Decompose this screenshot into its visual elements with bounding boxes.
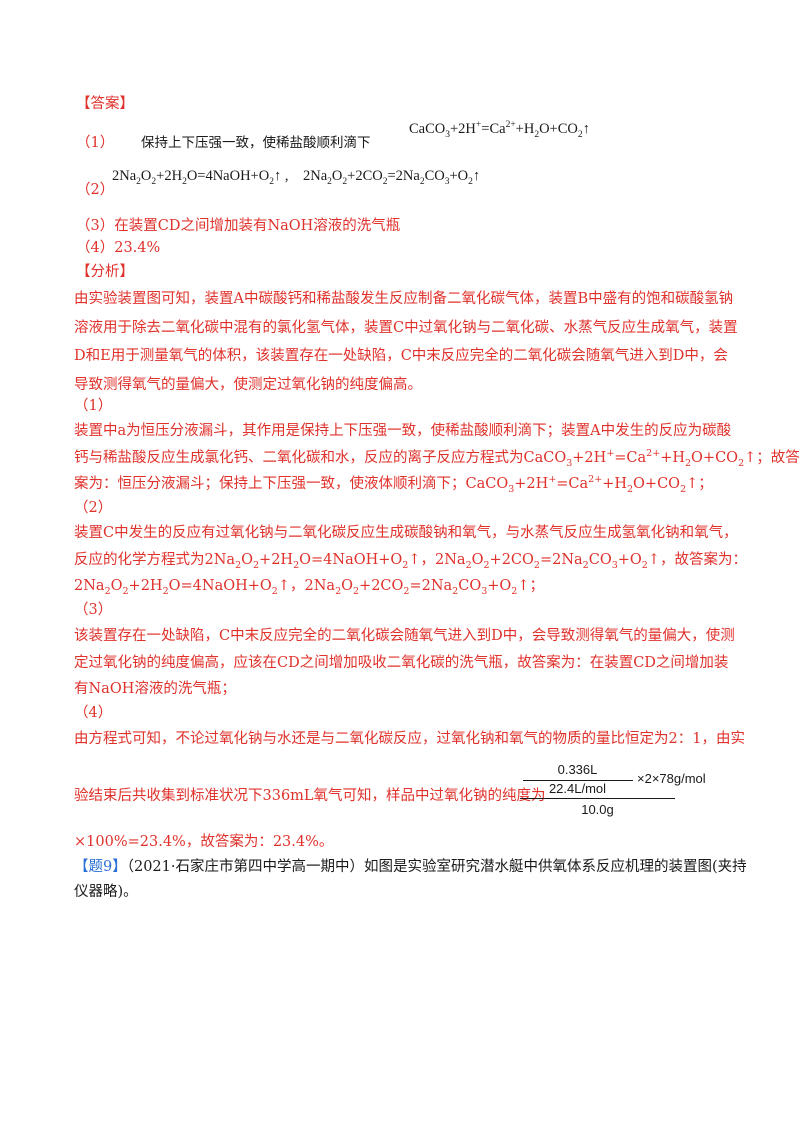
fraction-bar	[522, 780, 633, 781]
part-2-label: （2）	[74, 500, 113, 516]
part-2-line: 2Na2O2+2H2O=4NaOH+O2↑，2Na2O2+2CO2=2Na2CO…	[74, 578, 544, 597]
part-1-line: 钙与稀盐酸反应生成氯化钙、二氧化碳和水，反应的离子反应方程式为CaCO3+2H+…	[74, 448, 800, 469]
part-3-line: 该装置存在一处缺陷，C中末反应完全的二氧化碳会随氧气进入到D中，会导致测得氧气的…	[74, 628, 735, 644]
answer-1-equation: CaCO3+2H+=Ca2++H2O+CO2↑	[409, 120, 590, 140]
part-4-line: 验结束后共收集到标准状况下336mL氧气可知，样品中过氧化钠的纯度为	[74, 788, 546, 804]
part-4-line: ×100%=23.4%，故答案为：23.4%。	[74, 834, 334, 850]
part-1-label: （1）	[74, 398, 113, 414]
main-fraction-bar	[520, 798, 675, 799]
analysis-line: 溶液用于除去二氧化碳中混有的氯化氢气体，装置C中过氧化钠与二氧化碳、水蒸气反应生…	[74, 320, 738, 336]
part-4-line: 由方程式可知，不论过氧化钠与水还是与二氧化碳反应，过氧化钠和氧气的物质的量比恒定…	[74, 731, 745, 747]
question-tag: 【题9】	[74, 859, 127, 875]
part-4-label: （4）	[74, 705, 113, 721]
part-3-line: 有NaOH溶液的洗气瓶；	[74, 681, 236, 697]
analysis-line: 导致测得氧气的量偏大，使测定过氧化钠的纯度偏高。	[74, 377, 422, 393]
answer-header: 【答案】	[76, 96, 134, 112]
answer-2-equation-b: 2Na2O2+2CO2=2Na2CO3+O2↑	[303, 168, 481, 187]
analysis-line: 由实验装置图可知，装置A中碳酸钙和稀盐酸发生反应制备二氧化碳气体，装置B中盛有的…	[74, 291, 734, 307]
question-9-cont: 仪器略)。	[74, 884, 138, 900]
answer-2-equation-a: 2Na2O2+2H2O=4NaOH+O2↑ ,	[112, 168, 289, 187]
inner-fraction: 0.336L 22.4L/mol	[520, 762, 635, 799]
analysis-line: D和E用于测量氧气的体积，该装置存在一处缺陷，C中末反应完全的二氧化碳会随氧气进…	[74, 348, 728, 364]
part-2-line: 反应的化学方程式为2Na2O2+2H2O=4NaOH+O2↑，2Na2O2+2C…	[74, 552, 747, 571]
answer-1-label: （1）	[76, 135, 115, 151]
part-2-line: 装置C中发生的反应有过氧化钠与二氧化碳反应生成碳酸钠和氧气，与水蒸气反应生成氢氧…	[74, 525, 738, 541]
answer-4: （4）23.4%	[76, 240, 161, 256]
answer-2-label: （2）	[76, 182, 115, 198]
part-3-line: 定过氧化钠的纯度偏高，应该在CD之间增加吸收二氧化碳的洗气瓶，故答案为：在装置C…	[74, 655, 729, 671]
answer-3: （3）在装置CD之间增加装有NaOH溶液的洗气瓶	[76, 218, 401, 234]
part-3-label: （3）	[74, 602, 113, 618]
part-1-line: 案为：恒压分液漏斗；保持上下压强一致，使液体顺利滴下；CaCO3+2H+=Ca2…	[74, 474, 713, 495]
question-9: 【题9】（2021·石家庄市第四中学高一期中）如图是实验室研究潜水艇中供氧体系反…	[74, 859, 747, 875]
inner-numerator: 0.336L	[557, 762, 598, 777]
outer-denominator: 10.0g	[581, 802, 614, 817]
inner-denominator: 22.4L/mol	[548, 781, 607, 796]
fraction-multiplier: ×2×78g/mol	[637, 771, 706, 786]
answer-1-text: 保持上下压强一致，使稀盐酸顺利滴下	[141, 135, 371, 151]
part-1-line: 装置中a为恒压分液漏斗，其作用是保持上下压强一致，使稀盐酸顺利滴下；装置A中发生…	[74, 423, 732, 439]
analysis-header: 【分析】	[76, 264, 134, 280]
